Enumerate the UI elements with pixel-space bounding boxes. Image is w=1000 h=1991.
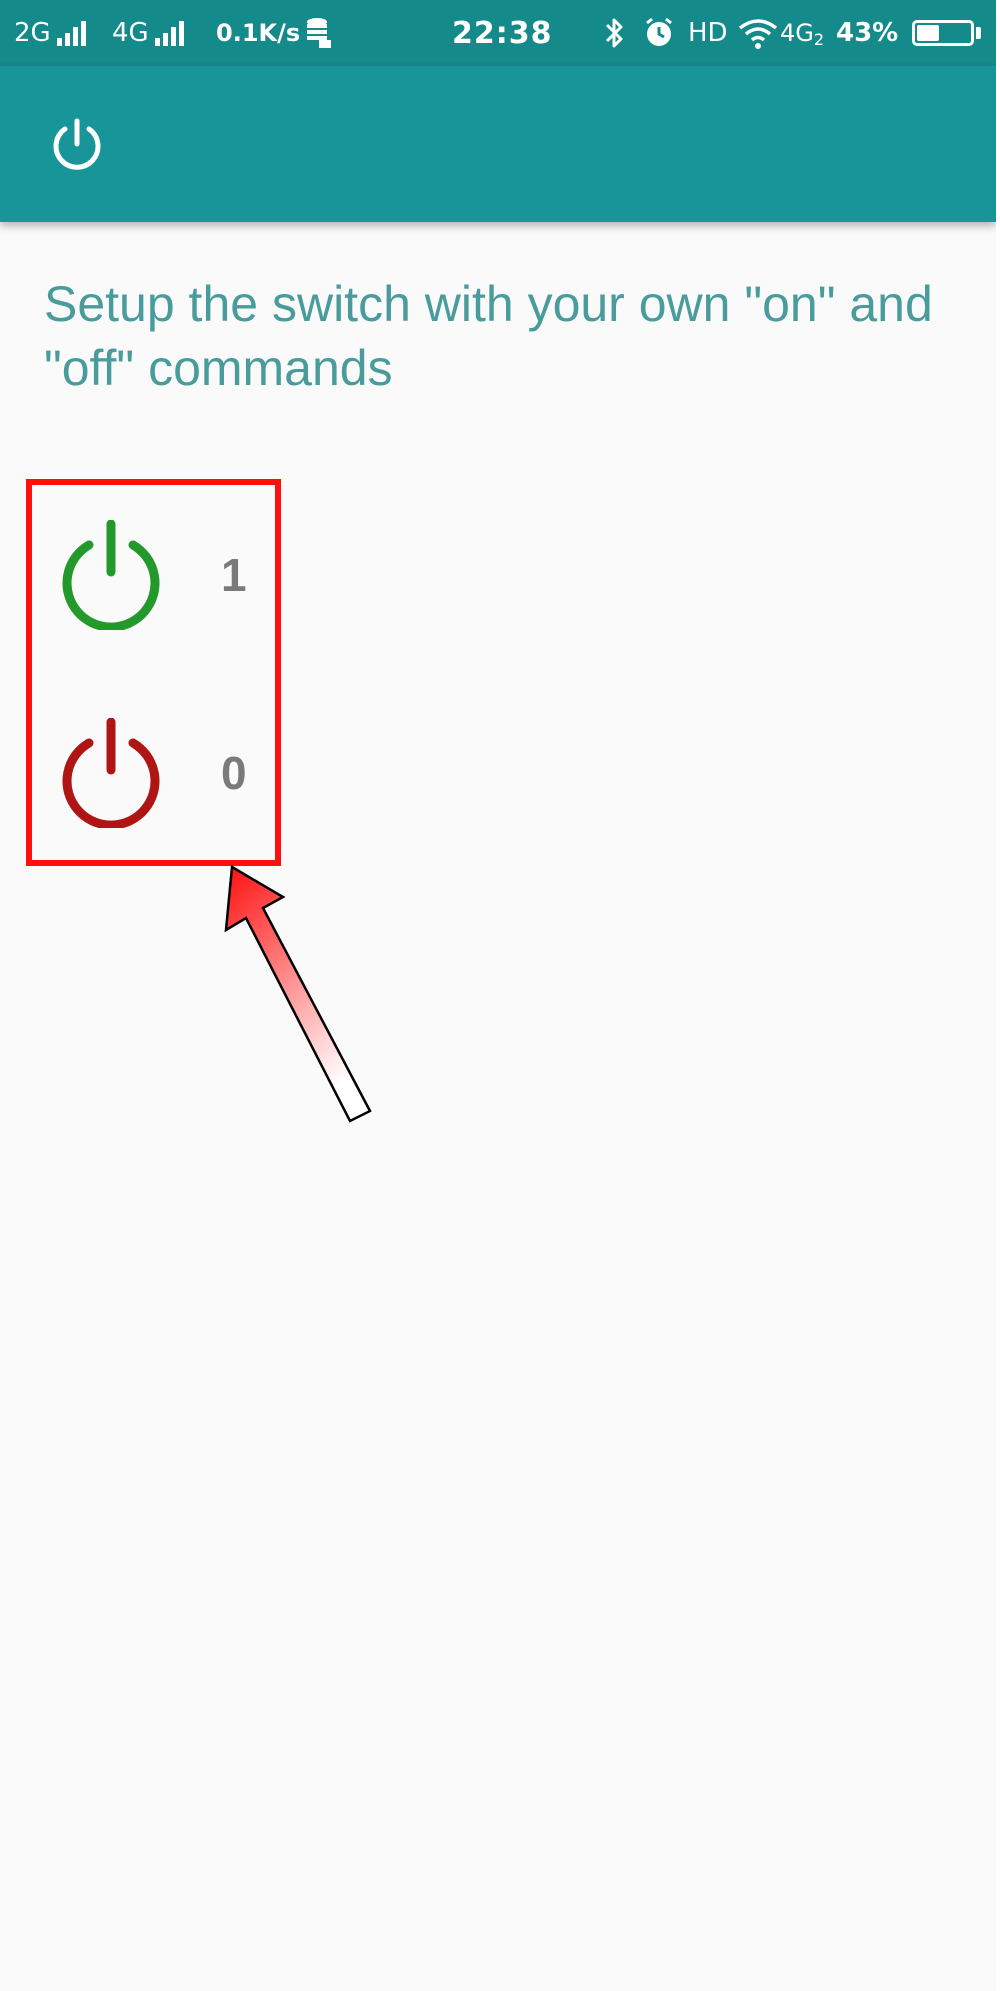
battery-tip xyxy=(976,27,981,39)
network-speed: 0.1K/s xyxy=(216,0,300,66)
wifi-icon xyxy=(738,0,778,66)
power-on-icon[interactable] xyxy=(56,520,166,630)
clock-time: 22:38 xyxy=(452,15,553,51)
battery-level xyxy=(917,25,940,41)
network-speed-label: 0.1K/s xyxy=(216,19,301,47)
app-bar xyxy=(0,66,996,222)
screen-edge xyxy=(996,0,1000,1991)
power-off-icon[interactable] xyxy=(56,718,166,828)
sim1-signal: 2G xyxy=(14,0,89,66)
signal-bars-icon xyxy=(154,20,187,46)
off-command-value: 0 xyxy=(221,747,247,799)
highlight-box xyxy=(26,479,281,866)
data-usage-icon xyxy=(305,0,333,66)
sim1-label: 2G xyxy=(14,18,51,48)
clock: 22:38 xyxy=(452,0,553,66)
on-command-value: 1 xyxy=(221,549,247,601)
alarm-icon xyxy=(642,0,676,66)
hd-label: HD xyxy=(688,18,728,48)
off-command-row[interactable]: 0 xyxy=(56,718,276,828)
signal-bars-icon xyxy=(56,20,89,46)
network-sub-label: 2 xyxy=(813,29,825,49)
status-bar: 2G 4G 0.1K/s 22:38 xyxy=(0,0,996,66)
instruction-text: Setup the switch with your own "on" and … xyxy=(44,276,933,396)
sim2-label: 4G xyxy=(112,18,149,48)
battery-percentage-label: 43% xyxy=(836,18,899,48)
power-icon[interactable] xyxy=(48,116,106,174)
sim2-signal: 4G xyxy=(112,0,187,66)
network-type-label: 4G xyxy=(780,19,814,47)
annotation-arrow-icon xyxy=(224,864,372,1123)
bluetooth-icon xyxy=(604,0,626,66)
battery-icon xyxy=(912,20,974,46)
on-command-row[interactable]: 1 xyxy=(56,520,276,630)
battery-percentage: 43% xyxy=(836,0,898,66)
hd-voice-indicator: HD xyxy=(688,0,728,66)
mobile-network-indicator: 4G 2 xyxy=(780,0,824,66)
